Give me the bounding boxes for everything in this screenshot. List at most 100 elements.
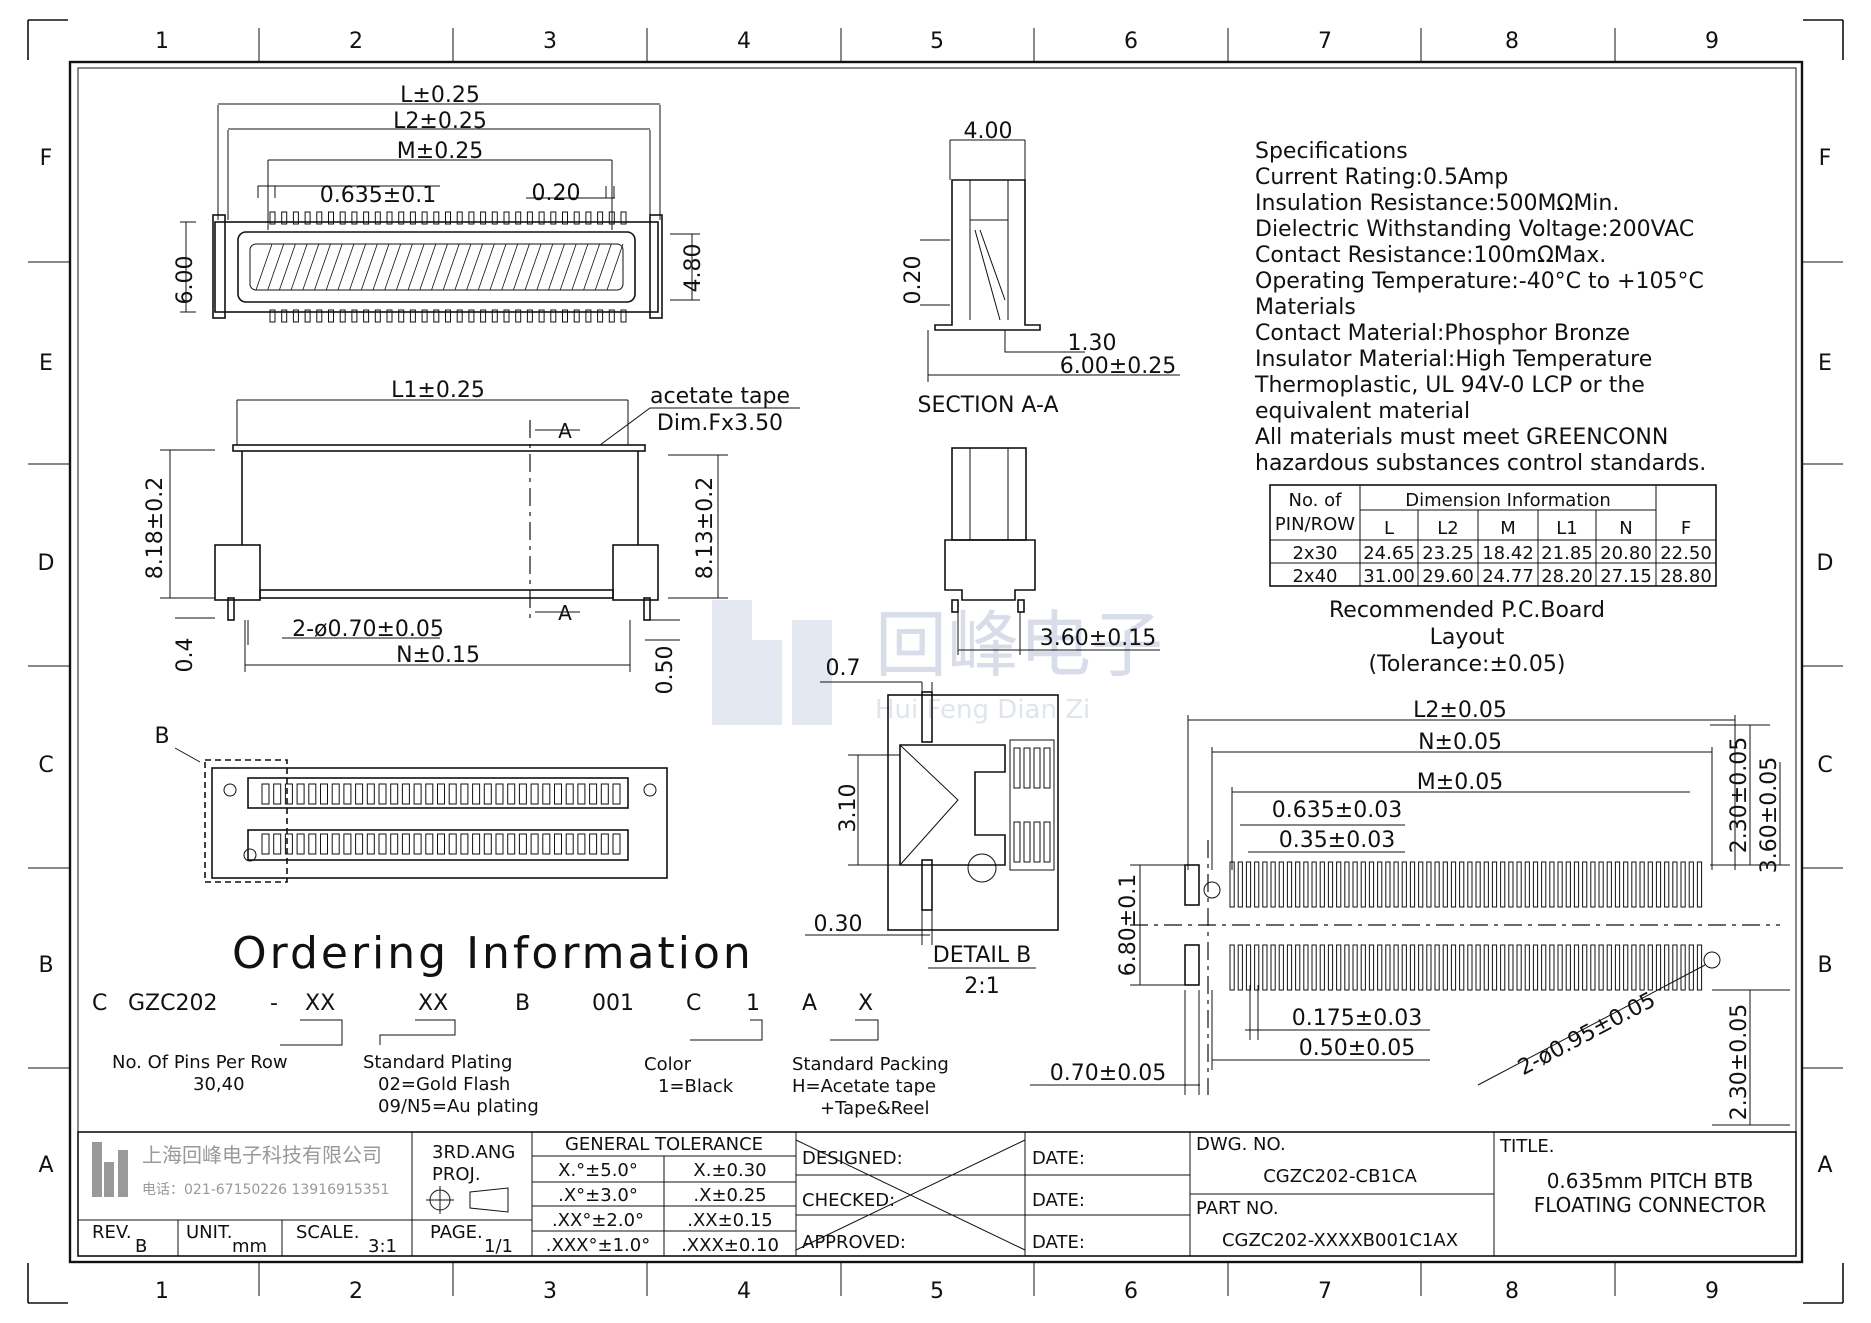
pin [1409,944,1416,991]
pin [1508,944,1514,991]
pin [316,309,323,323]
pin [1360,861,1366,908]
pin [1500,861,1506,908]
pin [1623,861,1629,908]
pin [1352,944,1358,991]
svg-text:TITLE.: TITLE. [1499,1136,1554,1157]
pin [273,833,282,855]
pin [1549,861,1555,908]
pin [1483,861,1489,908]
pin [1270,944,1276,991]
svg-text:1=Black: 1=Black [658,1076,734,1097]
pin [1483,944,1489,991]
drawing-line [594,243,612,291]
pin [1344,944,1350,991]
svg-text:Standard Plating: Standard Plating [363,1052,512,1073]
border-row-labels: F E D C B A F E D C B A [38,146,1834,1178]
svg-text:0.4: 0.4 [173,638,198,673]
svg-text:Thermoplastic, UL 94V-0 LCP or: Thermoplastic, UL 94V-0 LCP or the [1254,373,1645,398]
pin [495,783,504,805]
pin [1254,944,1260,991]
pin [1639,861,1645,908]
pin [351,309,358,323]
row-label-right: C [1817,753,1832,778]
pin [316,211,323,225]
pin [472,833,481,855]
pin [1286,861,1293,908]
pin [398,309,405,323]
pin [1237,944,1243,991]
svg-text:Current Rating:0.5Amp: Current Rating:0.5Amp [1255,165,1508,190]
pin [620,309,627,323]
svg-text:2.30±0.05: 2.30±0.05 [1727,1004,1752,1120]
pin [507,783,516,805]
pin [1631,944,1637,991]
pin [1319,944,1325,991]
pin [363,309,370,323]
svg-text:A: A [558,601,572,625]
pin [445,211,451,225]
svg-text:X: X [858,991,873,1016]
pin [1573,944,1580,991]
pin [421,309,428,323]
svg-text:8.13±0.2: 8.13±0.2 [693,477,718,579]
watermark-cn: 回峰电子 [875,603,1163,687]
svg-text:0.635mm PITCH BTB: 0.635mm PITCH BTB [1547,1169,1754,1193]
dimension-table: No. of PIN/ROW Dimension Information L L… [1269,484,1717,587]
drawing-line [454,243,472,291]
pin [600,783,609,805]
svg-text:Contact Material:Phosphor Bron: Contact Material:Phosphor Bronze [1255,321,1630,346]
pin [1557,861,1563,908]
svg-text:30,40: 30,40 [193,1074,245,1095]
pin [1270,861,1276,908]
drawing-line [477,243,495,291]
pin [1565,861,1571,908]
pin [1262,861,1268,908]
pin [573,309,580,323]
svg-text:(Tolerance:±0.05): (Tolerance:±0.05) [1369,652,1566,677]
pin [503,211,510,225]
pin [401,833,410,855]
svg-text:02=Gold Flash: 02=Gold Flash [378,1074,510,1095]
svg-text:27.15: 27.15 [1600,566,1652,587]
pin [328,211,334,225]
pin [1385,944,1391,991]
pin [507,833,516,855]
pin [374,211,381,225]
svg-text:UNIT.: UNIT. [186,1222,233,1243]
svg-text:A: A [558,419,572,443]
pin [1606,861,1612,908]
svg-text:0.30: 0.30 [814,912,863,937]
svg-text:31.00: 31.00 [1363,566,1415,587]
pin [600,833,609,855]
drawing-line [396,243,413,291]
pin [433,309,440,323]
pin [425,833,434,855]
pin [1401,944,1407,991]
drawing-line [513,243,530,291]
svg-text:GENERAL TOLERANCE: GENERAL TOLERANCE [565,1134,763,1155]
svg-text:L: L [1384,518,1394,539]
pin [1360,944,1366,991]
drawing-line [337,243,355,291]
svg-text:0.7: 0.7 [826,656,861,681]
pin [273,783,282,805]
end-view: 3.60±0.15 [944,447,1160,655]
pin [1401,861,1407,908]
watermark-en: Hui Feng Dian Zi [875,695,1090,725]
pin [577,833,586,855]
svg-text:2-ø0.95±0.05: 2-ø0.95±0.05 [1514,988,1660,1081]
drawing-line [489,243,507,291]
pin [1344,861,1350,908]
svg-text:Standard Packing: Standard Packing [792,1054,949,1075]
pin [495,833,504,855]
col-label-bottom: 6 [1124,1279,1138,1304]
pin [1327,861,1334,908]
pin [390,783,399,805]
pin [542,833,551,855]
col-label-top: 3 [543,29,557,54]
svg-text:DATE:: DATE: [1032,1232,1085,1253]
svg-text:8.18±0.2: 8.18±0.2 [143,477,168,579]
pin [562,309,568,323]
pin [1631,861,1637,908]
